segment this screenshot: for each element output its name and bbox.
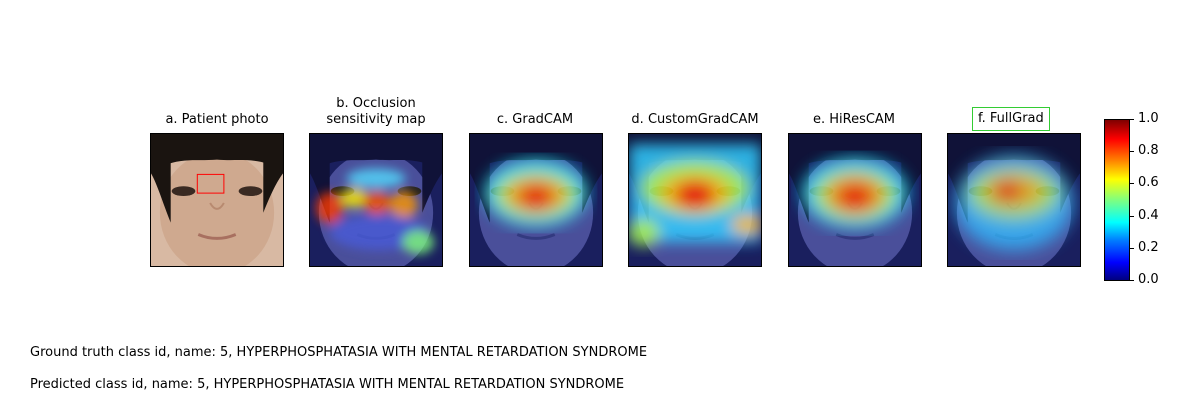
colorbar-tick xyxy=(1130,216,1134,217)
panel-image-customgradcam xyxy=(629,134,761,266)
colorbar-tick-label: 0.8 xyxy=(1138,143,1159,158)
panel-title-fullgrad: f. FullGrad xyxy=(972,107,1050,131)
colorbar-tick-label: 0.4 xyxy=(1138,208,1159,223)
occlusion-box xyxy=(196,173,225,194)
ground-truth-label: Ground truth class id, name: 5, HYPERPHO… xyxy=(30,345,648,360)
panel-title-patient-photo: a. Patient photo xyxy=(165,112,269,127)
panel-title-occlusion-line: b. Occlusion xyxy=(336,96,416,111)
panel-image-hirescam xyxy=(789,134,921,266)
panel-title-gradcam: c. GradCAM xyxy=(496,112,574,127)
panel-image-occlusion xyxy=(310,134,442,266)
panel-gradcam xyxy=(469,133,603,267)
panel-image-gradcam xyxy=(470,134,602,266)
colorbar-tick xyxy=(1130,151,1134,152)
colorbar-tick-label: 0.2 xyxy=(1138,240,1159,255)
panel-image-photo xyxy=(151,134,283,266)
colorbar-tick-label: 1.0 xyxy=(1138,111,1159,126)
panel-title-occlusion-line: sensitivity map xyxy=(326,112,426,127)
colorbar-tick-label: 0.0 xyxy=(1138,272,1159,287)
panel-title-hirescam: e. HiResCAM xyxy=(812,112,896,127)
panel-fullgrad xyxy=(947,133,1081,267)
panel-hirescam xyxy=(788,133,922,267)
colorbar-tick xyxy=(1130,280,1134,281)
colorbar-tick xyxy=(1130,183,1134,184)
predicted-label: Predicted class id, name: 5, HYPERPHOSPH… xyxy=(30,377,625,392)
panel-patient-photo xyxy=(150,133,284,267)
colorbar-tick xyxy=(1130,119,1134,120)
panel-title-customgradcam: d. CustomGradCAM xyxy=(631,112,759,127)
panel-customgradcam xyxy=(628,133,762,267)
colorbar xyxy=(1104,119,1130,281)
panel-image-fullgrad xyxy=(948,134,1080,266)
panel-occlusion-map xyxy=(309,133,443,267)
colorbar-tick-label: 0.6 xyxy=(1138,175,1159,190)
colorbar-tick xyxy=(1130,248,1134,249)
